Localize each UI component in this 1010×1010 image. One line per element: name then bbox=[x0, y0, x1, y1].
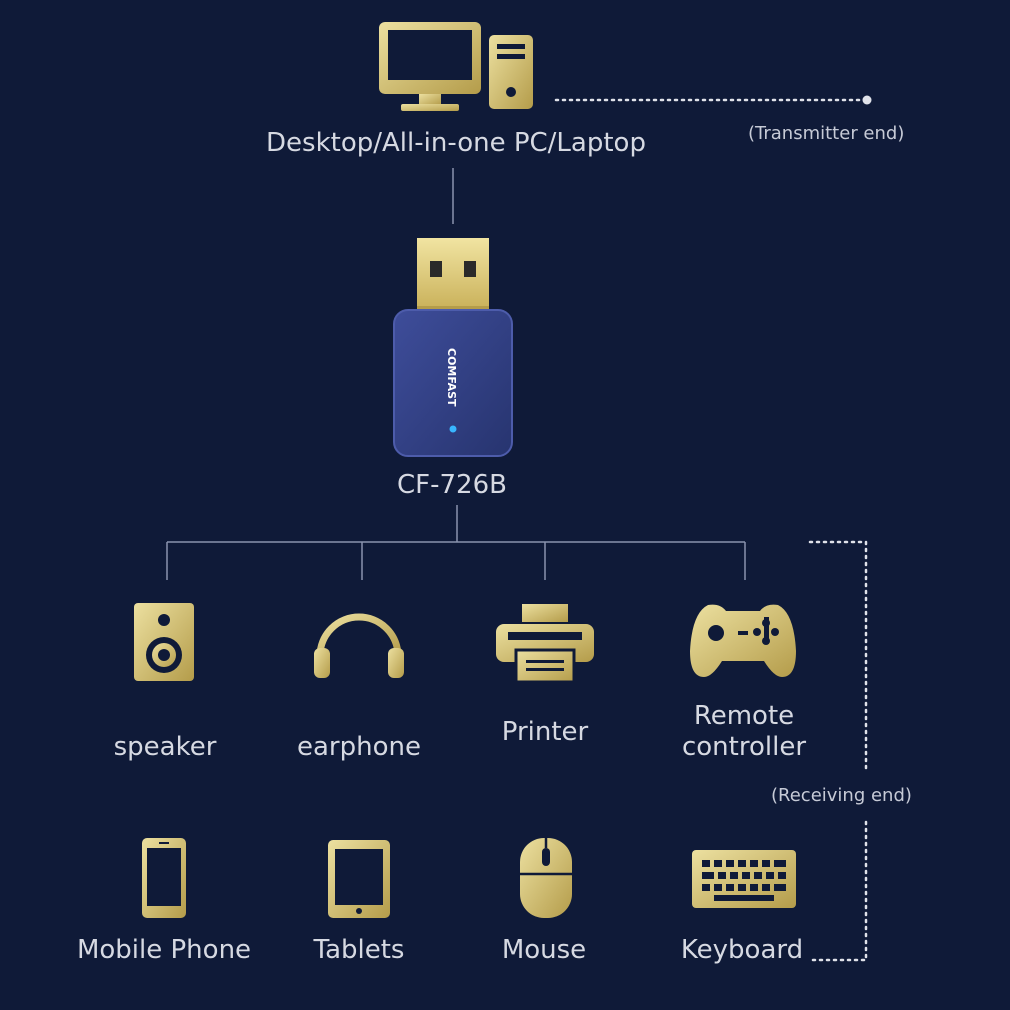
mobile-phone-icon bbox=[142, 838, 186, 918]
mouse-icon bbox=[520, 838, 572, 918]
gamepad-icon bbox=[690, 604, 796, 677]
receiving-end-label: (Receiving end) bbox=[771, 785, 912, 806]
usb-dongle-icon: COMFAST bbox=[393, 238, 513, 457]
device-label-keyboard: Keyboard bbox=[680, 935, 804, 965]
speaker-icon bbox=[134, 603, 194, 681]
receiving-dotted-bracket-top bbox=[808, 540, 868, 772]
dongle-model-label: CF-726B bbox=[397, 470, 507, 500]
transmitter-label: Desktop/All-in-one PC/Laptop bbox=[266, 128, 646, 158]
keyboard-icon bbox=[692, 850, 796, 908]
printer-icon bbox=[496, 604, 594, 682]
device-label-speaker: speaker bbox=[113, 732, 217, 762]
headphones-icon bbox=[314, 613, 404, 678]
device-label-mouse: Mouse bbox=[501, 935, 587, 965]
transmitter-dot bbox=[862, 95, 872, 105]
dongle-brand-text: COMFAST bbox=[445, 348, 458, 407]
device-label-tablets: Tablets bbox=[313, 935, 405, 965]
device-label-mobile-phone: Mobile Phone bbox=[76, 935, 252, 965]
receiving-dotted-bracket-bottom bbox=[806, 820, 868, 962]
device-label-printer: Printer bbox=[501, 717, 589, 747]
pc-tower-icon bbox=[489, 35, 533, 109]
device-label-controller-line2: controller bbox=[681, 732, 807, 762]
monitor-icon bbox=[379, 22, 481, 111]
device-label-controller-line1: Remote bbox=[693, 701, 795, 731]
transmitter-end-label: (Transmitter end) bbox=[748, 123, 905, 144]
device-label-earphone: earphone bbox=[297, 732, 421, 762]
tablet-icon bbox=[328, 840, 390, 918]
